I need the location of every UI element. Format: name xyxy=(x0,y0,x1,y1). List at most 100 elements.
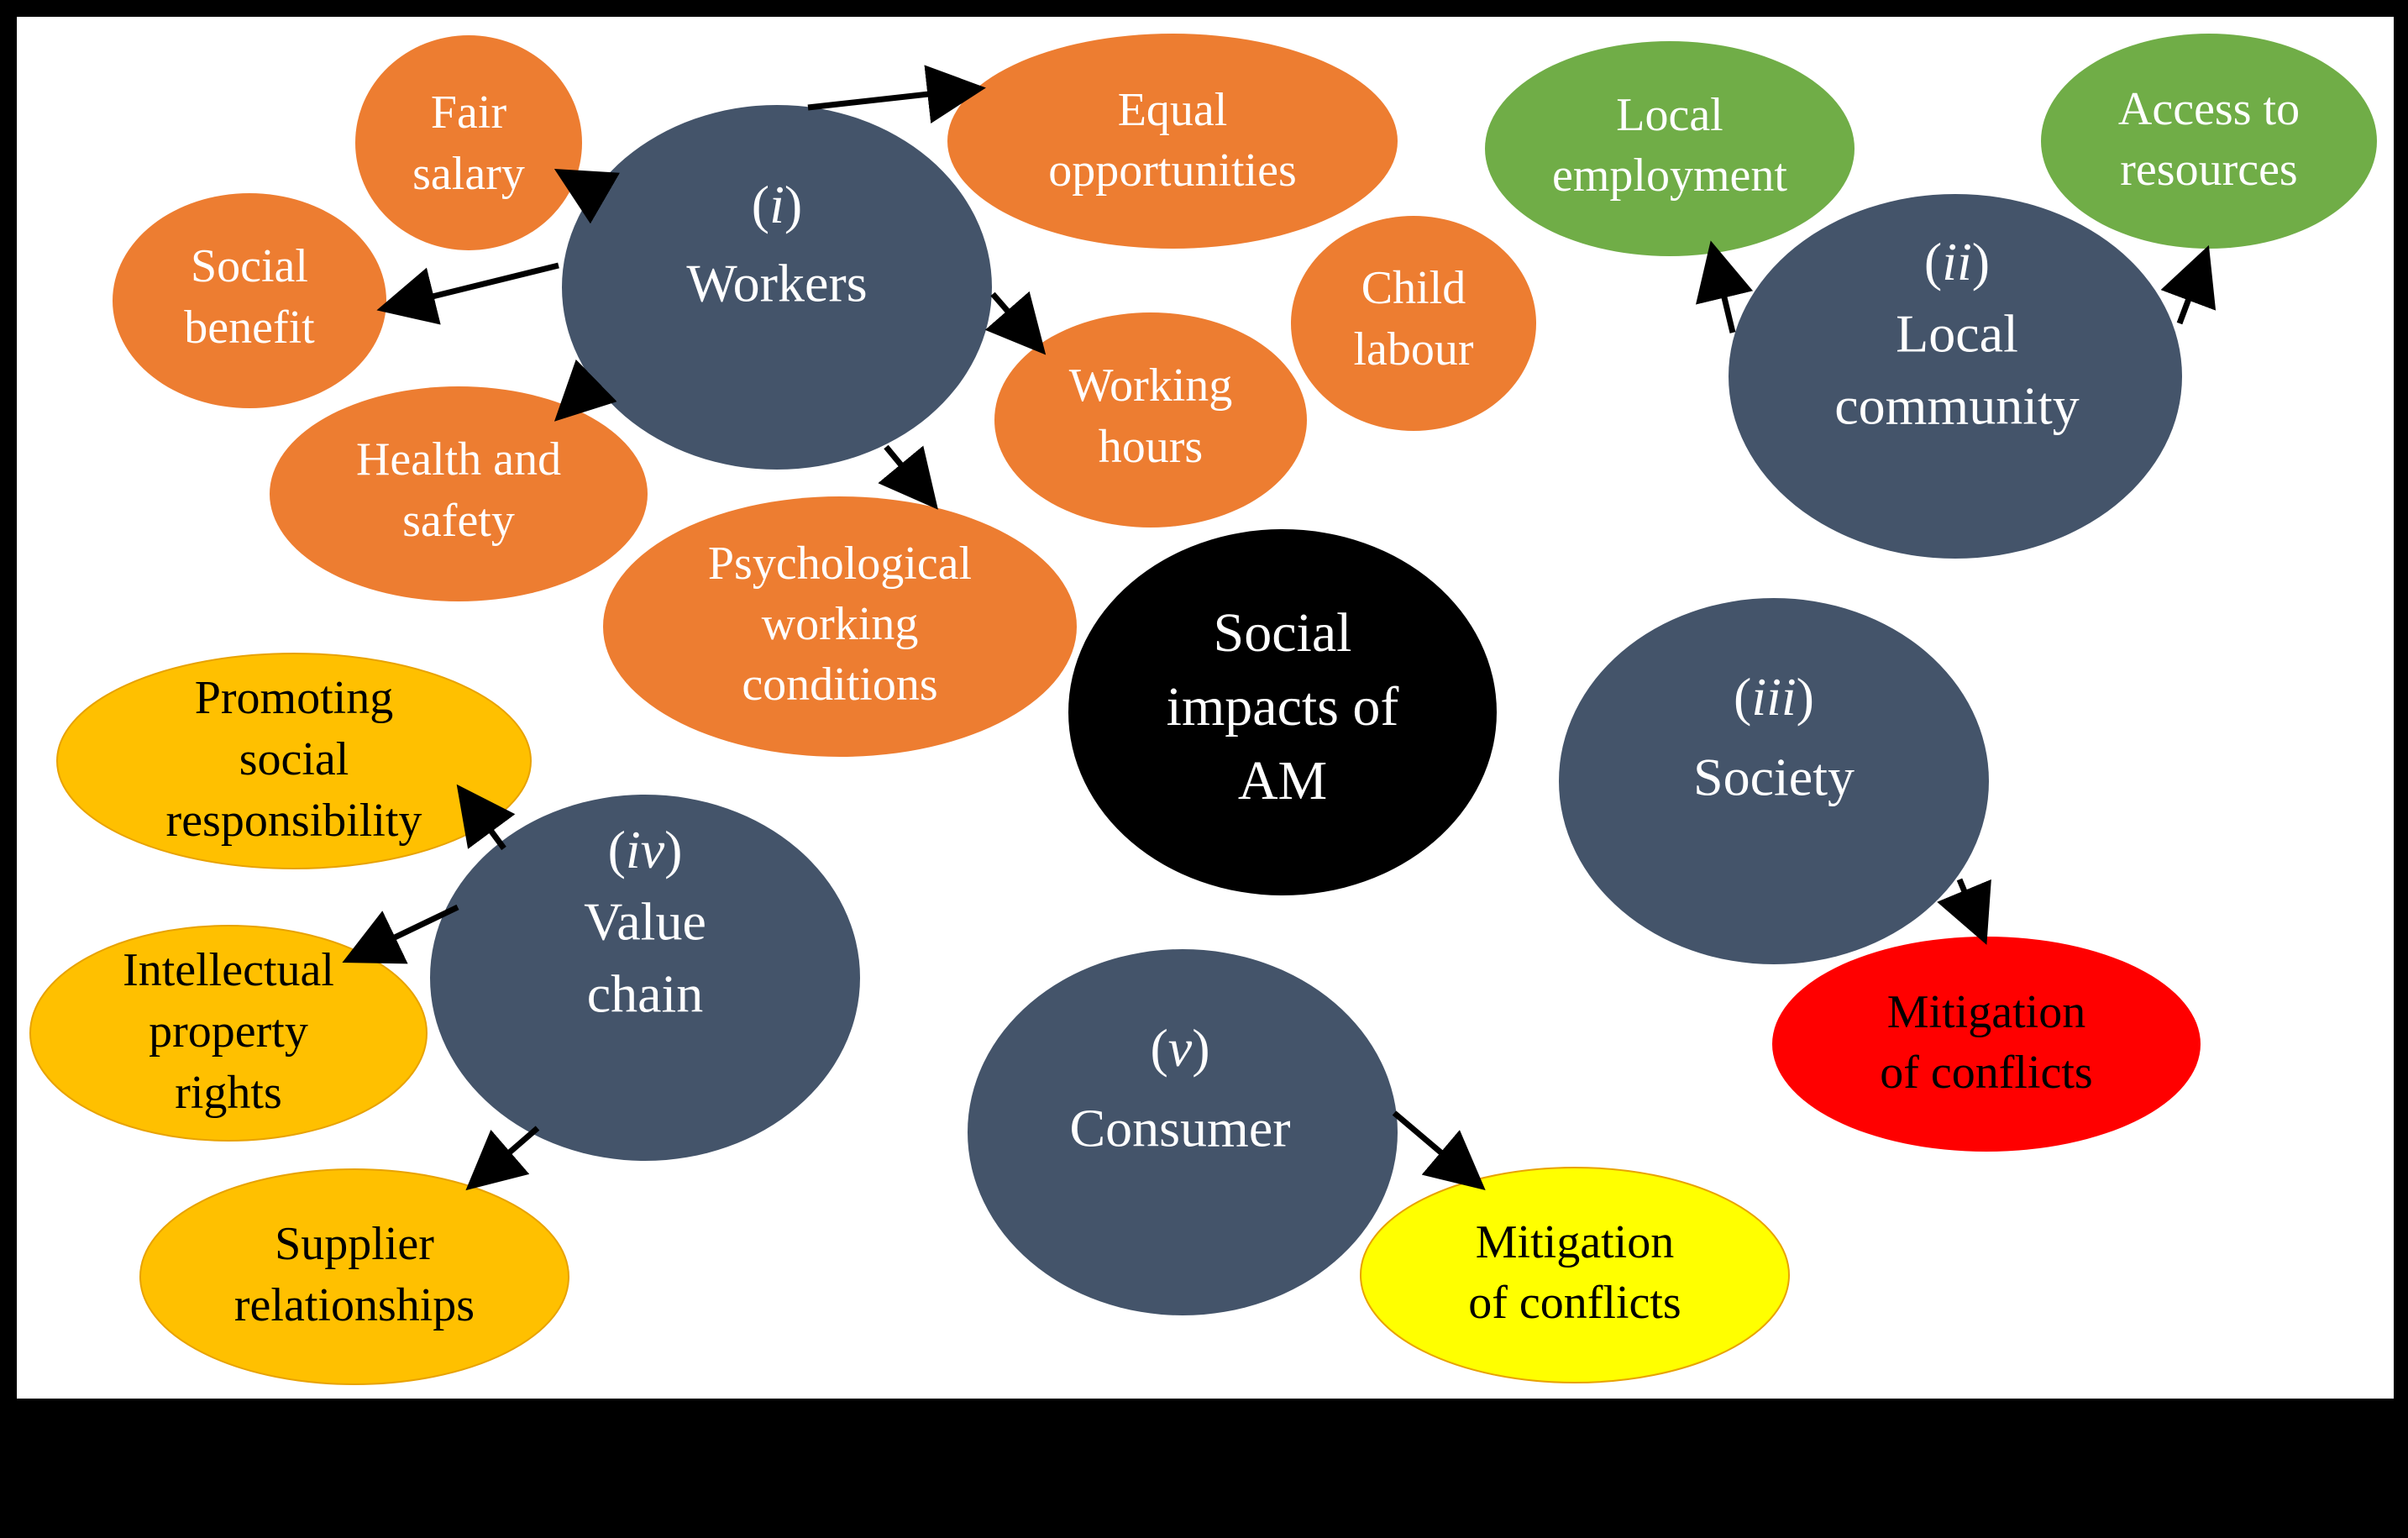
stakeholder-consumer-label-line-1: Consumer xyxy=(1069,1099,1290,1158)
stakeholder-value-chain-label-line-2: chain xyxy=(587,964,704,1024)
bubble-intellectual-property-rights: Intellectual property rights xyxy=(29,925,428,1142)
stakeholder-consumer-numeral: (v) xyxy=(1150,1018,1209,1078)
center-node-label-line-3: AM xyxy=(1238,750,1327,811)
bubble-fair-salary: Fair salary xyxy=(355,35,582,250)
bubble-access-to-resources-label-line-2: resources xyxy=(2120,144,2297,196)
bubble-child-labour: Child labour xyxy=(1291,216,1536,431)
stakeholder-value-chain-numeral: (iv) xyxy=(608,820,683,879)
bubble-intellectual-property-rights-label-line-3: rights xyxy=(175,1067,282,1119)
bubble-health-and-safety-label-line-1: Health and xyxy=(356,433,561,486)
bubble-health-and-safety-shape xyxy=(270,386,648,601)
stakeholder-workers-numeral: (i) xyxy=(752,175,802,234)
center-node-shape xyxy=(1068,529,1497,895)
bubble-consumer-mitigation-of-conflicts-label-line-2: of conflicts xyxy=(1468,1277,1681,1329)
bubble-equal-opportunities-label-line-2: opportunities xyxy=(1048,144,1297,197)
stakeholder-value-chain-numeral-value: iv xyxy=(626,820,665,879)
stakeholder-consumer-numeral-value: v xyxy=(1168,1018,1193,1078)
bubble-psychological-working-conditions-label-line-1: Psychological xyxy=(708,538,972,590)
bubble-psychological-working-conditions-label-line-2: working xyxy=(762,598,919,650)
bubble-child-labour-label-line-1: Child xyxy=(1361,262,1466,314)
bubble-consumer-mitigation-of-conflicts: Mitigation of conflicts xyxy=(1360,1167,1790,1383)
bubble-local-employment: Local employment xyxy=(1485,41,1855,256)
stakeholder-local-community-numeral: (ii) xyxy=(1924,232,1990,291)
bubble-child-labour-shape xyxy=(1291,216,1536,431)
arrow-workers-to-equal-opportunities xyxy=(807,65,986,123)
arrow-society-to-society-mitigation-of-conflicts xyxy=(1937,878,1991,945)
stakeholder-society-shape xyxy=(1559,598,1989,964)
bubble-promoting-social-responsibility-label-line-3: responsibility xyxy=(166,795,422,847)
bubble-promoting-social-responsibility-label-line-2: social xyxy=(239,733,349,785)
bubble-intellectual-property-rights-label-line-2: property xyxy=(149,1005,308,1058)
bubble-working-hours-label-line-1: Working xyxy=(1069,360,1233,412)
bubble-society-mitigation-of-conflicts: Mitigation of conflicts xyxy=(1772,937,2201,1152)
bubble-access-to-resources-shape xyxy=(2041,34,2377,249)
stakeholder-workers: (i) Workers xyxy=(562,105,992,470)
bubble-local-employment-label-line-2: employment xyxy=(1552,150,1787,202)
center-node-label-line-1: Social xyxy=(1214,602,1352,664)
bubble-society-mitigation-of-conflicts-shape xyxy=(1772,937,2201,1152)
stakeholder-society-numeral: (iii) xyxy=(1734,667,1814,727)
arrow-workers-to-psychological-working-conditions xyxy=(878,444,938,510)
arrow-value-chain-to-supplier-relationships xyxy=(465,1126,540,1191)
stakeholder-workers-numeral-value: i xyxy=(769,175,784,234)
bubble-working-hours-label-line-2: hours xyxy=(1099,421,1203,473)
bubble-social-benefit-shape xyxy=(113,193,386,408)
arrow-local-community-to-access-to-resources xyxy=(2160,244,2217,325)
bubble-consumer-mitigation-of-conflicts-label-line-1: Mitigation xyxy=(1476,1216,1674,1268)
stakeholder-local-community-label-line-2: community xyxy=(1834,376,2080,436)
stakeholder-local-community: (ii) Local community xyxy=(1729,194,2182,559)
stakeholder-society-label-line-1: Society xyxy=(1693,748,1855,807)
bubble-consumer-mitigation-of-conflicts-shape xyxy=(1360,1167,1790,1383)
bubble-intellectual-property-rights-shape xyxy=(29,925,428,1142)
bubble-child-labour-label-line-2: labour xyxy=(1353,323,1473,375)
bubble-equal-opportunities-label-line-1: Equal xyxy=(1118,84,1228,136)
bubble-working-hours-shape xyxy=(994,312,1307,528)
bubble-intellectual-property-rights-label-line-1: Intellectual xyxy=(123,944,334,996)
nodes-layer: Social impacts of AM Fair salary Equal opportu… xyxy=(29,34,2377,1385)
bubble-society-mitigation-of-conflicts-label-line-2: of conflicts xyxy=(1880,1047,2092,1099)
arrow-workers-to-working-hours xyxy=(984,291,1047,355)
arrow-value-chain-to-promoting-social-responsibility xyxy=(456,784,516,851)
stakeholder-value-chain-shape xyxy=(430,795,860,1161)
stakeholder-society: (iii) Society xyxy=(1559,598,1989,964)
stakeholder-consumer: (v) Consumer xyxy=(968,949,1398,1315)
bubble-society-mitigation-of-conflicts-label-line-1: Mitigation xyxy=(1887,986,2085,1038)
bubble-fair-salary-label-line-2: salary xyxy=(412,148,525,200)
bubble-supplier-relationships-shape xyxy=(139,1168,569,1385)
arrow-value-chain-to-intellectual-property-rights xyxy=(342,904,459,964)
bubble-fair-salary-label-line-1: Fair xyxy=(431,87,507,139)
arrow-workers-to-fair-salary xyxy=(553,168,621,224)
stakeholder-workers-label-line-1: Workers xyxy=(686,254,867,313)
stakeholder-value-chain-label-line-1: Value xyxy=(584,892,706,952)
bubble-psychological-working-conditions-shape xyxy=(603,496,1077,757)
bubble-fair-salary-shape xyxy=(355,35,582,250)
bubble-working-hours: Working hours xyxy=(994,312,1307,528)
bubble-equal-opportunities: Equal opportunities xyxy=(947,34,1398,249)
bubble-local-employment-label-line-1: Local xyxy=(1616,89,1723,141)
bubble-social-benefit-label-line-2: benefit xyxy=(184,302,315,354)
bubble-psychological-working-conditions: Psychological working conditions xyxy=(603,496,1077,757)
stakeholder-local-community-shape xyxy=(1729,194,2182,559)
center-node-label-line-2: impacts of xyxy=(1167,676,1399,738)
bubble-psychological-working-conditions-label-line-3: conditions xyxy=(742,659,937,711)
arrow-workers-to-health-and-safety xyxy=(553,359,617,422)
bubble-local-employment-shape xyxy=(1485,41,1855,256)
center-node: Social impacts of AM xyxy=(1068,529,1497,895)
bubble-health-and-safety-label-line-2: safety xyxy=(402,495,515,547)
arrow-workers-to-social-benefit xyxy=(376,262,559,325)
bubble-health-and-safety: Health and safety xyxy=(270,386,648,601)
stakeholder-consumer-shape xyxy=(968,949,1398,1315)
bubble-supplier-relationships-label-line-1: Supplier xyxy=(275,1218,434,1270)
bubble-promoting-social-responsibility-shape xyxy=(56,653,532,869)
arrows-layer xyxy=(342,65,2217,1191)
stakeholder-workers-shape xyxy=(562,105,992,470)
stakeholder-society-numeral-value: iii xyxy=(1751,667,1796,727)
stakeholder-local-community-label-line-1: Local xyxy=(1896,304,2018,364)
bubble-equal-opportunities-shape xyxy=(947,34,1398,249)
arrow-consumer-to-consumer-mitigation-of-conflicts xyxy=(1392,1110,1486,1191)
